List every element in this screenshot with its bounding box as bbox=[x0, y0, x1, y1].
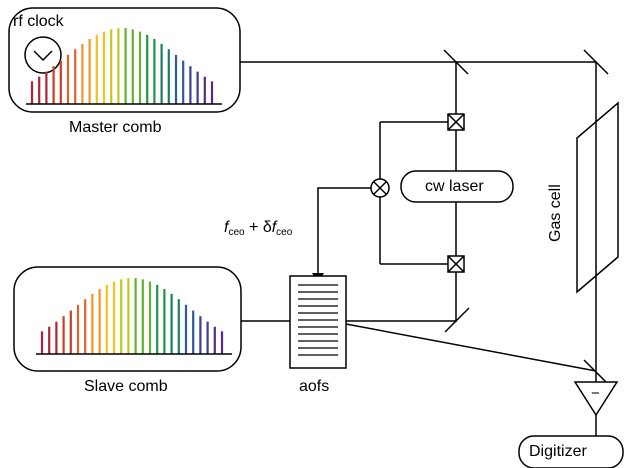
cw-laser-label: cw laser bbox=[425, 178, 484, 195]
coupler-top bbox=[447, 113, 465, 131]
slave-comb-spectrum bbox=[40, 278, 224, 354]
freq-plus-delta: + δ bbox=[244, 219, 272, 236]
gas-cell-label: Gas cell bbox=[547, 184, 564, 242]
coupler-bottom bbox=[447, 255, 465, 273]
detector-sign: − bbox=[591, 385, 600, 402]
mixer-icon bbox=[370, 178, 390, 198]
digitizer-box bbox=[518, 435, 624, 468]
master-comb-label: Master comb bbox=[69, 119, 162, 136]
aofs-label: aofs bbox=[299, 378, 330, 395]
freq-ceo-sub: ceo bbox=[228, 227, 245, 238]
aofs-box bbox=[289, 275, 347, 369]
frequency-label: fceo + δfceo bbox=[224, 220, 292, 238]
master-comb-spectrum bbox=[30, 28, 214, 104]
gas-cell bbox=[576, 101, 619, 294]
mirrors bbox=[443, 49, 609, 385]
freq-ceo-sub2: ceo bbox=[276, 227, 293, 238]
detector bbox=[573, 381, 619, 417]
master-comb-box bbox=[8, 7, 241, 113]
slave-comb-box bbox=[13, 266, 242, 372]
freq-f2: f bbox=[271, 219, 277, 236]
beam-paths bbox=[240, 61, 597, 436]
freq-f: f bbox=[224, 219, 229, 236]
cw-laser-box bbox=[400, 170, 514, 203]
clock-icon bbox=[24, 36, 62, 74]
slave-comb-label: Slave comb bbox=[84, 378, 168, 395]
digitizer-label: Digitizer bbox=[529, 443, 587, 460]
rf-clock-label: rf clock bbox=[13, 13, 64, 30]
